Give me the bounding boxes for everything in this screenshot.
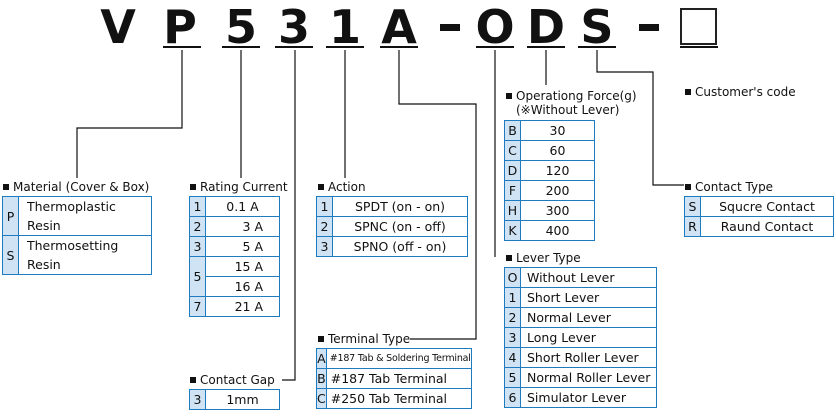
- code-char-terminal: A: [381, 0, 417, 54]
- table-row: A#187 Tab & Soldering Terminal: [316, 348, 472, 369]
- code-char-action: 1: [328, 0, 361, 54]
- bullet-icon: [506, 255, 512, 261]
- bullet-icon: [3, 184, 9, 190]
- code-char-v: V: [100, 0, 136, 54]
- bullet-icon: [190, 377, 196, 383]
- bullet-icon: [685, 89, 691, 95]
- code-char-gap: 3: [277, 0, 310, 54]
- connector-contact-gap: [282, 50, 296, 381]
- code-underline: [275, 46, 313, 48]
- bullet-icon: [318, 184, 324, 190]
- code-underline: [326, 46, 364, 48]
- bullet-icon: [685, 184, 691, 190]
- material-title: Material (Cover & Box): [3, 180, 149, 194]
- code-char-p: P: [163, 0, 197, 54]
- table-row: B#187 Tab Terminal: [316, 368, 472, 389]
- customer-code-title: Customer's code: [685, 85, 796, 99]
- table-row: C#250 Tab Terminal: [316, 388, 472, 409]
- code-underline: [476, 46, 514, 48]
- terminal-table: A#187 Tab & Soldering Terminal B#187 Tab…: [316, 348, 472, 409]
- code-dash-2: [639, 24, 659, 31]
- rating-title: Rating Current: [190, 180, 288, 194]
- lever-title: Lever Type: [506, 251, 581, 265]
- bullet-icon: [506, 93, 512, 99]
- code-underline: [163, 46, 201, 48]
- code-char-contact: S: [580, 0, 614, 54]
- bullet-icon: [318, 336, 324, 342]
- code-underline: [680, 46, 718, 48]
- code-char-rating: 5: [224, 0, 257, 54]
- code-underline: [527, 46, 565, 48]
- customer-code-box: [680, 8, 717, 45]
- code-char-lever: O: [475, 0, 515, 54]
- bullet-icon: [190, 184, 196, 190]
- code-underline: [222, 46, 260, 48]
- code-dash-1: [440, 24, 460, 31]
- connector-terminal: [398, 50, 477, 340]
- connector-contact-type: [596, 50, 684, 186]
- code-underline: [578, 46, 616, 48]
- connector-material: [76, 50, 183, 178]
- code-char-force: D: [526, 0, 566, 54]
- table-row: 16 A: [190, 276, 280, 297]
- force-subtitle: (※Without Lever): [516, 103, 620, 117]
- force-title: Operationg Force(g): [506, 89, 637, 103]
- terminal-title: Terminal Type: [318, 332, 410, 346]
- customer-code-label: Customer's code: [695, 85, 796, 99]
- action-title: Action: [318, 180, 366, 194]
- contact-type-title: Contact Type: [685, 180, 773, 194]
- contact-gap-title: Contact Gap: [190, 373, 275, 387]
- code-underline: [380, 46, 418, 48]
